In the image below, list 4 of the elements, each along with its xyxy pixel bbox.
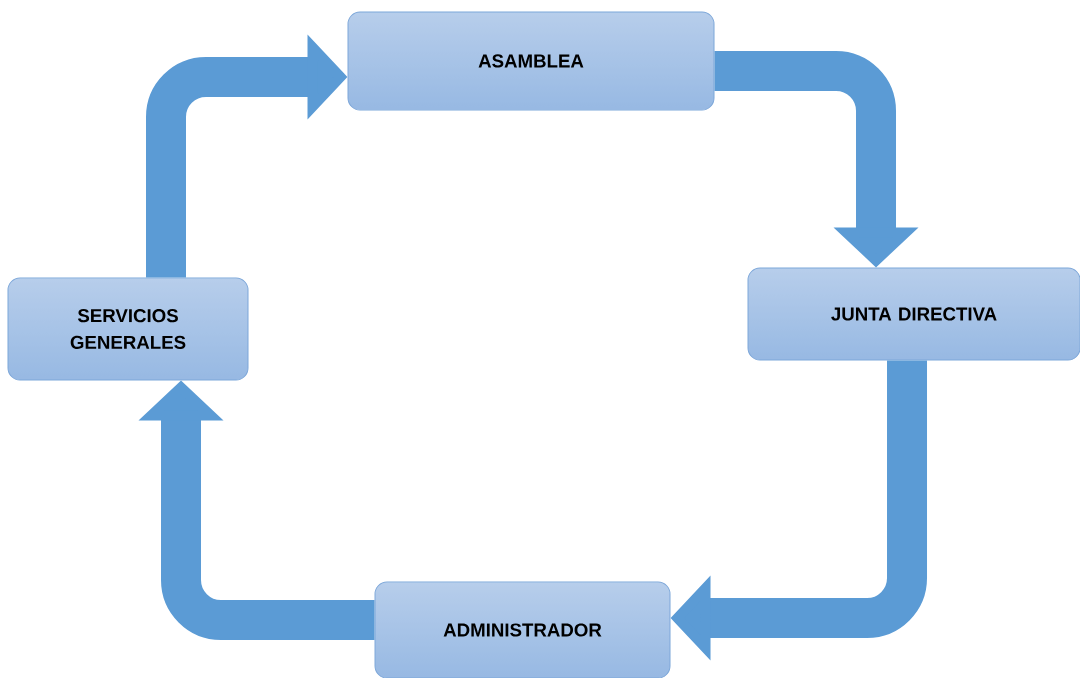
process-box: ADMINISTRADOR: [374, 581, 671, 678]
process-box: ASAMBLEA: [347, 11, 715, 111]
process-box: JUNTA DIRECTIVA: [747, 267, 1080, 361]
process-box: SERVICIOS GENERALES: [7, 277, 249, 381]
